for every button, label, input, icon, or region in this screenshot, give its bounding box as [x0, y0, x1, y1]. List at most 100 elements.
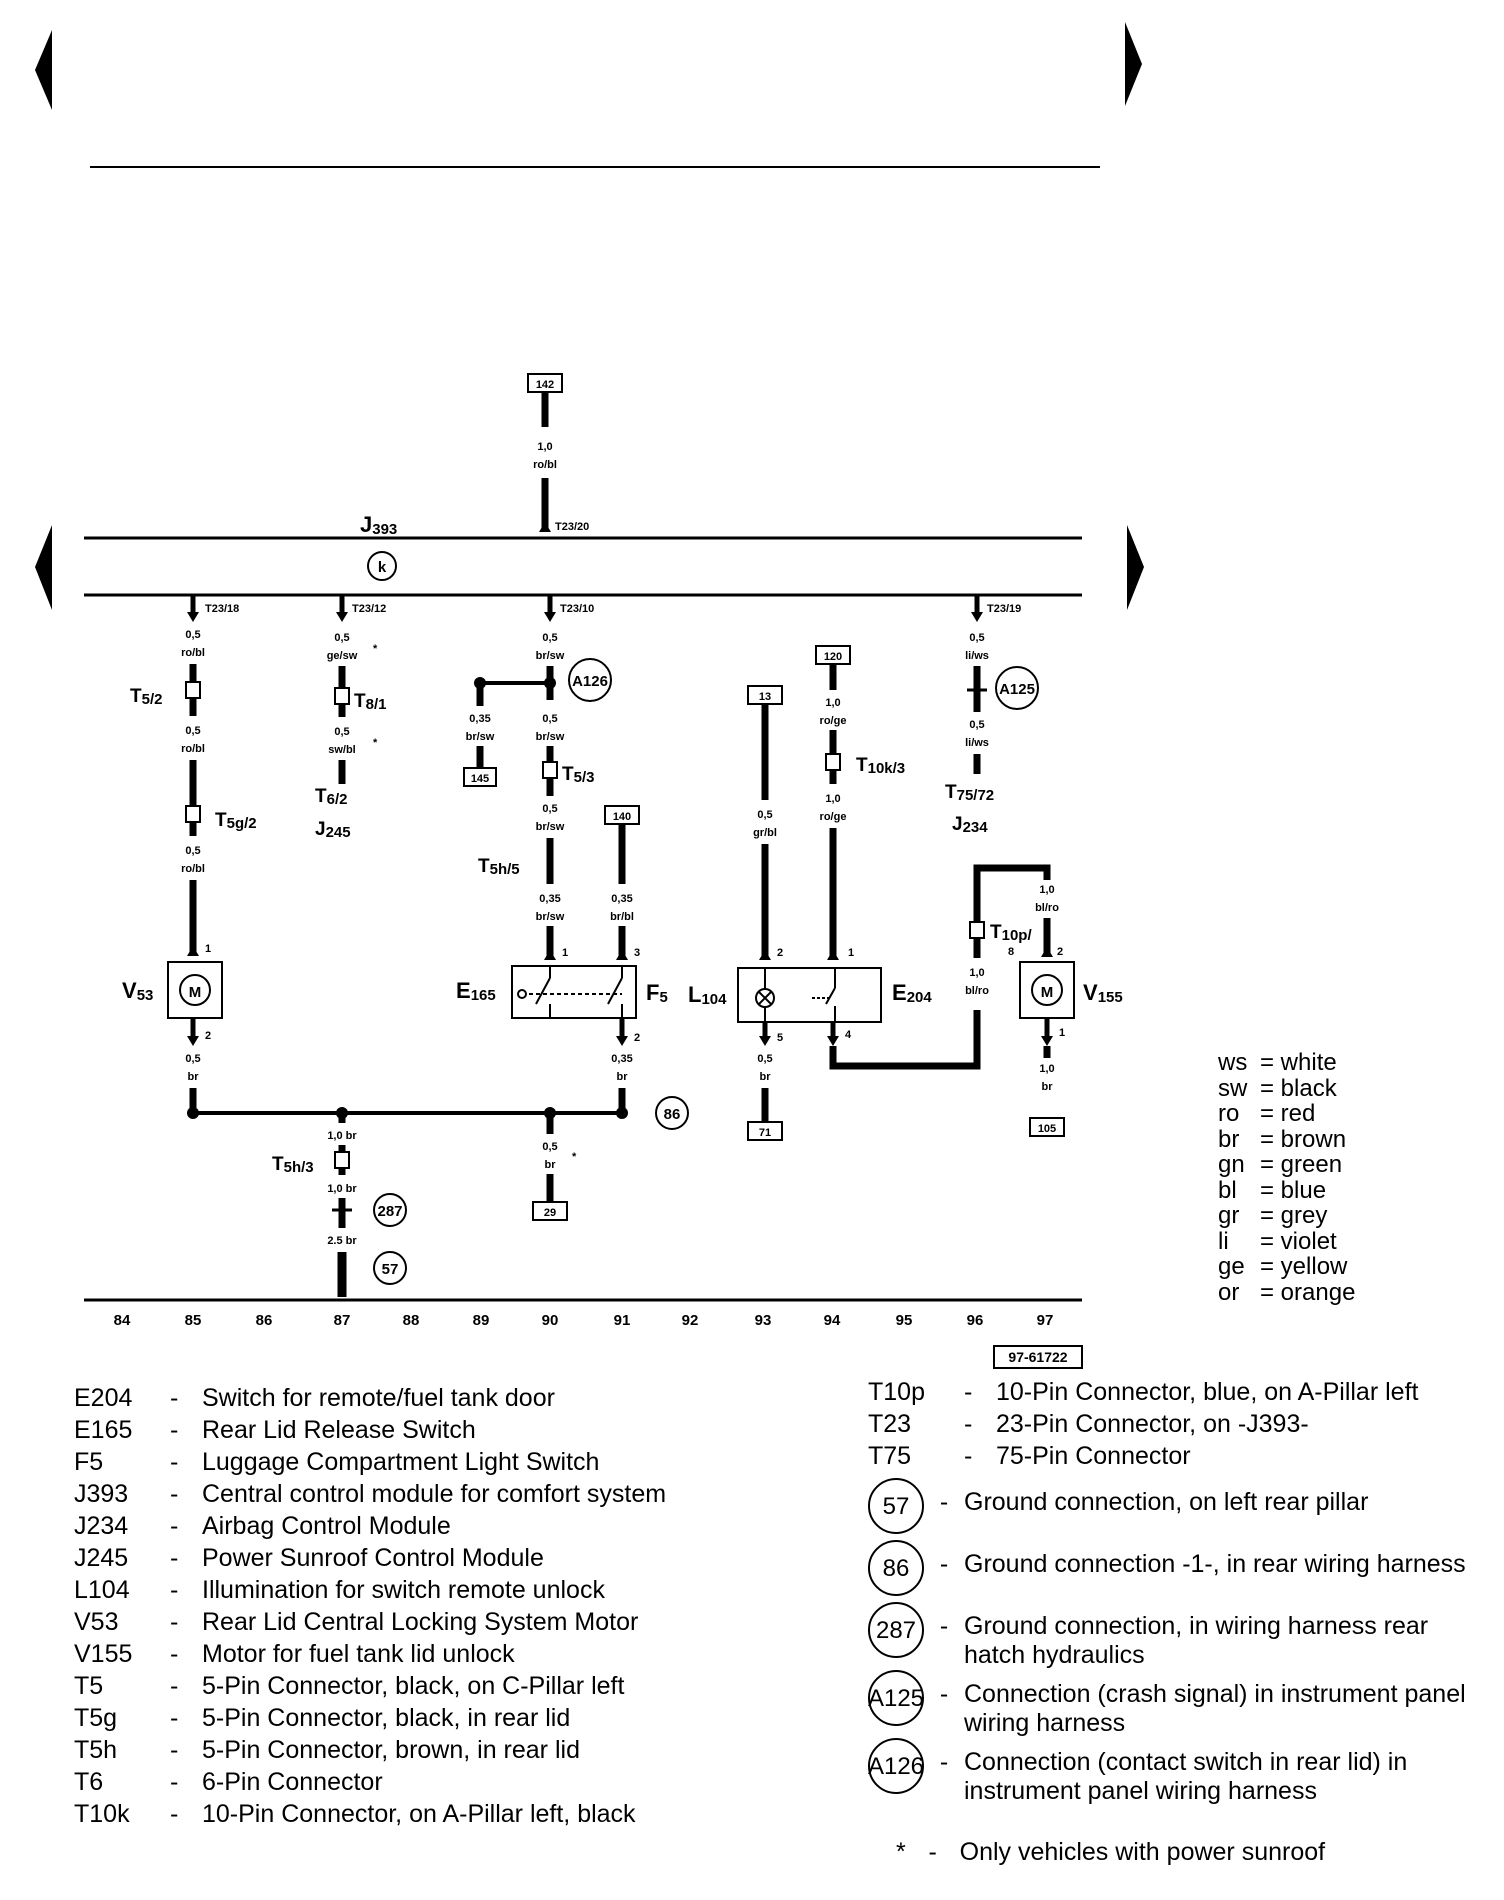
- pin-arrow: [616, 1036, 628, 1046]
- color-code-row: sw= black: [1218, 1074, 1355, 1102]
- wire-90-size3: 0,5: [542, 803, 557, 815]
- wire-93-size: 0,5: [757, 809, 772, 821]
- pin-94-4: 4: [845, 1029, 852, 1041]
- v155-box: [1019, 961, 1075, 1019]
- module-label: J393: [360, 512, 397, 538]
- footnote-star: *: [896, 1838, 906, 1866]
- color-code-row: or= orange: [1218, 1279, 1355, 1306]
- legend-code: T23: [868, 1410, 912, 1438]
- legend-row: T10p-10-Pin Connector, blue, on A-Pillar…: [868, 1376, 1488, 1408]
- pin-arrow: [827, 950, 839, 960]
- ref-box-142-label: 142: [536, 379, 554, 391]
- switch-lever: [825, 987, 836, 1005]
- legend-row: T23-23-Pin Connector, on -J393-: [868, 1408, 1488, 1440]
- color-code-row: br= brown: [1218, 1126, 1355, 1153]
- t10p-label: T10p/: [990, 922, 1032, 944]
- legend-description: 75-Pin Connector: [996, 1442, 1191, 1470]
- pin-arrow: [759, 950, 771, 960]
- conn-85-label-2: T5g/2: [215, 810, 257, 832]
- arrow-right-icon[interactable]: [1127, 525, 1144, 610]
- legend-dash: -: [170, 1384, 179, 1412]
- motor-label: M: [1041, 984, 1054, 1001]
- axis-number: 84: [114, 1312, 131, 1329]
- wire-top-size: 1,0: [537, 441, 552, 453]
- legend-code: T75: [868, 1442, 912, 1470]
- wire-97-size: 1,0: [1039, 884, 1054, 896]
- legend-row: V155-Motor for fuel tank lid unlock: [74, 1638, 714, 1670]
- v155-label: V155: [1083, 980, 1123, 1006]
- legend-dash: -: [170, 1544, 179, 1572]
- pin-93-5: 5: [777, 1032, 783, 1044]
- footnote-text: Only vehicles with power sunroof: [959, 1838, 1326, 1866]
- wire-93-color2: br: [760, 1071, 772, 1083]
- ref-box-29: [532, 1201, 568, 1221]
- legend-code: L104: [74, 1576, 130, 1604]
- l104-label: L104: [688, 982, 727, 1008]
- ref-box-105-label: 105: [1038, 1123, 1056, 1135]
- switch-actuator-icon: [517, 989, 527, 999]
- axis-number: 90: [542, 1312, 559, 1329]
- ref-box-140-label: 140: [613, 811, 631, 823]
- color-name: = red: [1260, 1100, 1316, 1127]
- pin-85-1: 1: [205, 943, 211, 955]
- motor-icon: [1031, 974, 1063, 1006]
- color-name: = green: [1260, 1151, 1343, 1178]
- wire-93-size2: 0,5: [757, 1053, 772, 1065]
- connection-a126-label: A126: [572, 673, 608, 690]
- legend-dash: -: [939, 1612, 949, 1640]
- wire-87-color2: sw/bl: [328, 744, 356, 756]
- ground-code-circle: 57: [868, 1478, 924, 1534]
- legend-code: T5: [74, 1672, 104, 1700]
- axis-number: 97: [1037, 1312, 1054, 1329]
- v53-label: V53: [122, 978, 153, 1004]
- arrow-left-icon[interactable]: [35, 30, 52, 110]
- wire-90-size4: 0,35: [539, 893, 560, 905]
- legend-dash: -: [170, 1736, 179, 1764]
- e165-f5-box: [511, 965, 637, 1019]
- color-code: li: [1218, 1227, 1229, 1255]
- pin-arrow: [971, 612, 983, 622]
- arrow-right-icon[interactable]: [1125, 22, 1142, 106]
- axis-number: 87: [334, 1312, 351, 1329]
- legend-description: 6-Pin Connector: [202, 1768, 383, 1796]
- wire-85-color: ro/bl: [181, 647, 205, 659]
- wire-87-color: ge/sw: [327, 650, 358, 662]
- axis-number: 96: [967, 1312, 984, 1329]
- wire-90-gnd-size: 0,5: [542, 1141, 557, 1153]
- conn-90-label: T5/3: [562, 764, 594, 786]
- ground-86-label: 86: [664, 1106, 681, 1123]
- axis-number: 95: [896, 1312, 913, 1329]
- l104-e204-box: [737, 967, 882, 1023]
- legend-dash: -: [170, 1448, 179, 1476]
- axis-number: 91: [614, 1312, 631, 1329]
- wire-85-color4: br: [188, 1071, 200, 1083]
- wire-97-color: bl/ro: [1035, 902, 1059, 914]
- pin-arrow: [336, 612, 348, 622]
- ref-box-105: [1029, 1117, 1065, 1137]
- pin-90-1: 1: [562, 947, 568, 959]
- legend-code: V155: [74, 1640, 133, 1668]
- module-symbol: k: [378, 559, 387, 576]
- legend-dash: -: [939, 1488, 949, 1516]
- legend-row: T10k-10-Pin Connector, on A-Pillar left,…: [74, 1798, 714, 1830]
- pin-arrow: [187, 1036, 199, 1046]
- connector-icon: [185, 805, 201, 823]
- e165-label: E165: [456, 978, 496, 1004]
- legend-dash: -: [170, 1704, 179, 1732]
- legend-code: J245: [74, 1544, 129, 1572]
- arrow-left-icon[interactable]: [35, 525, 52, 610]
- color-name: = black: [1260, 1074, 1337, 1102]
- color-code-row: gn= green: [1218, 1152, 1355, 1178]
- legend-row: V53-Rear Lid Central Locking System Moto…: [74, 1606, 714, 1638]
- wire-90-color3: br/sw: [536, 821, 565, 833]
- ground-legend-row: A126-Connection (contact switch in rear …: [868, 1738, 1488, 1806]
- legend-description: Switch for remote/fuel tank door: [202, 1384, 555, 1412]
- legend-dash: -: [170, 1512, 179, 1540]
- pin-top-label: T23/20: [555, 521, 589, 533]
- wire-85-size3: 0,5: [185, 845, 200, 857]
- pin-96-label: T23/19: [987, 603, 1021, 615]
- pin-arrow: [1041, 1036, 1053, 1046]
- pin-85-2: 2: [205, 1030, 211, 1042]
